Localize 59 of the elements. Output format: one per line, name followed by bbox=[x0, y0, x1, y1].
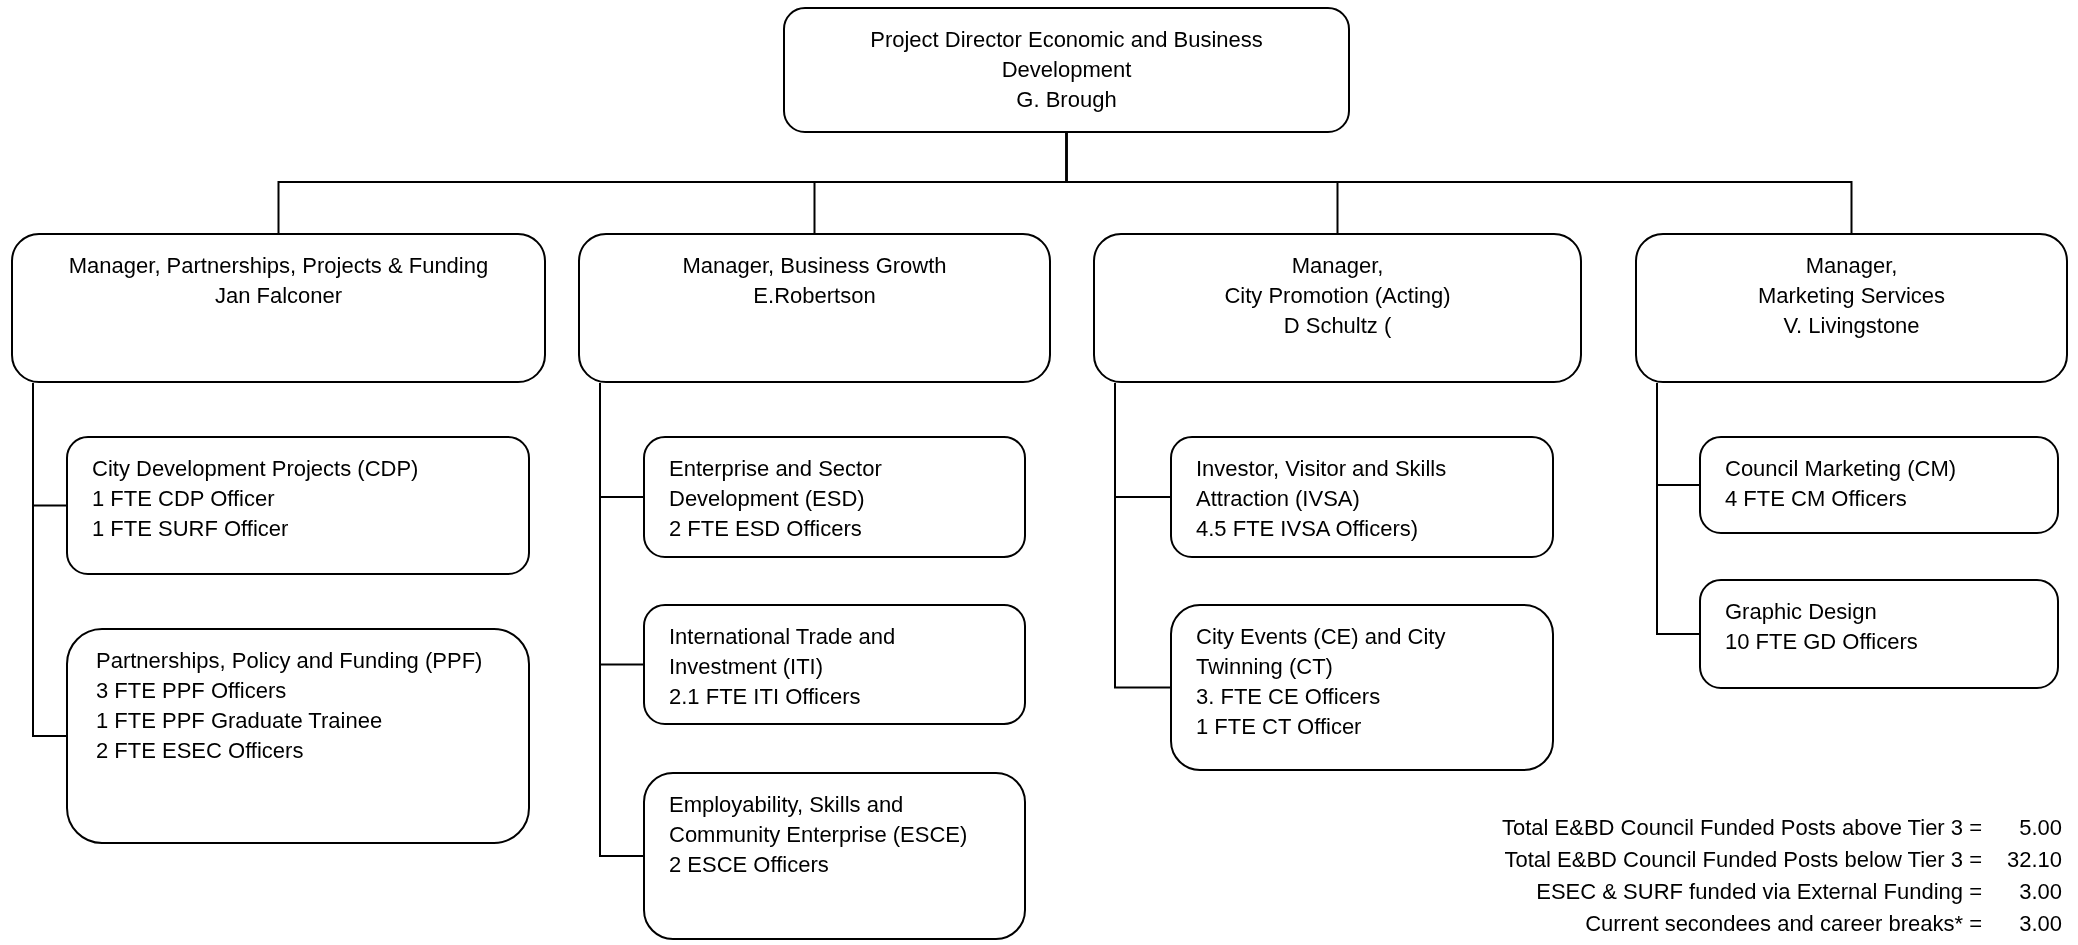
box-heading: Manager, Business Growth bbox=[681, 252, 948, 280]
box-text: 4 FTE CM Officers bbox=[1725, 485, 1908, 513]
position-box bbox=[1635, 233, 2068, 383]
box-text: D Schultz ( bbox=[1282, 312, 1393, 340]
connector-line bbox=[1065, 132, 1853, 234]
box-heading: Partnerships, Policy and Funding (PPF) bbox=[96, 647, 484, 675]
box-text: E.Robertson bbox=[752, 282, 877, 310]
box-text: G. Brough bbox=[1015, 86, 1118, 114]
box-text: City Promotion (Acting) bbox=[1223, 282, 1452, 310]
box-text: 1 FTE SURF Officer bbox=[92, 515, 290, 543]
box-heading: Manager, bbox=[1804, 252, 1899, 280]
box-heading: Employability, Skills and Community Enterprise (ESCE) bbox=[669, 791, 969, 849]
box-heading: Project Director Economic and Business Development bbox=[869, 26, 1264, 84]
total-label: Current secondees and career breaks* = bbox=[1584, 910, 1982, 938]
box-text: 3 FTE PPF Officers bbox=[96, 677, 288, 705]
team-box bbox=[643, 772, 1026, 940]
team-box bbox=[66, 436, 530, 575]
box-heading: International Trade and Investment (ITI) bbox=[669, 623, 897, 681]
box-text: Jan Falconer bbox=[213, 282, 344, 310]
box-heading: Council Marketing (CM) bbox=[1725, 455, 1958, 483]
box-heading: Enterprise and Sector Development (ESD) bbox=[669, 455, 883, 513]
total-label: Total E&BD Council Funded Posts above Tier 3 = bbox=[1502, 814, 1982, 842]
box-heading: Manager, bbox=[1290, 252, 1385, 280]
team-box bbox=[643, 604, 1026, 725]
box-text: V. Livingstone bbox=[1782, 312, 1921, 340]
total-value: 32.10 bbox=[2005, 846, 2062, 874]
team-box bbox=[1170, 436, 1554, 558]
box-heading: Graphic Design bbox=[1725, 598, 1878, 626]
total-label: ESEC & SURF funded via External Funding = bbox=[1535, 878, 1982, 906]
position-box bbox=[783, 7, 1350, 133]
team-box bbox=[1170, 604, 1554, 771]
position-box bbox=[11, 233, 546, 383]
box-text: 10 FTE GD Officers bbox=[1725, 628, 1919, 656]
box-heading: City Development Projects (CDP) bbox=[92, 455, 420, 483]
box-text: 2 ESCE Officers bbox=[669, 851, 830, 879]
box-heading: Investor, Visitor and Skills Attraction (IVSA) bbox=[1196, 455, 1448, 513]
box-text: 4.5 FTE IVSA Officers) bbox=[1196, 515, 1420, 543]
box-text: 2 FTE ESD Officers bbox=[669, 515, 863, 543]
team-box bbox=[643, 436, 1026, 558]
box-text: Marketing Services bbox=[1756, 282, 1947, 310]
position-box bbox=[578, 233, 1051, 383]
connector-line bbox=[1114, 382, 1171, 689]
box-text: 1 FTE CDP Officer bbox=[92, 485, 276, 513]
box-text: 1 FTE CT Officer bbox=[1196, 713, 1363, 741]
total-value: 3.00 bbox=[2018, 910, 2062, 938]
box-text: 1 FTE PPF Graduate Trainee bbox=[96, 707, 384, 735]
box-heading: Manager, Partnerships, Projects & Funding bbox=[67, 252, 490, 280]
total-value: 3.00 bbox=[2018, 878, 2062, 906]
box-text: 2 FTE ESEC Officers bbox=[96, 737, 305, 765]
box-text: 3. FTE CE Officers bbox=[1196, 683, 1382, 711]
connector-line bbox=[1656, 382, 1700, 635]
total-label: Total E&BD Council Funded Posts below Tier 3 = bbox=[1503, 846, 1982, 874]
position-box bbox=[1093, 233, 1582, 383]
box-heading: City Events (CE) and City Twinning (CT) bbox=[1196, 623, 1447, 681]
team-box bbox=[66, 628, 530, 844]
team-box bbox=[1699, 436, 2059, 534]
team-box bbox=[1699, 579, 2059, 689]
total-value: 5.00 bbox=[2018, 814, 2062, 842]
box-text: 2.1 FTE ITI Officers bbox=[669, 683, 862, 711]
